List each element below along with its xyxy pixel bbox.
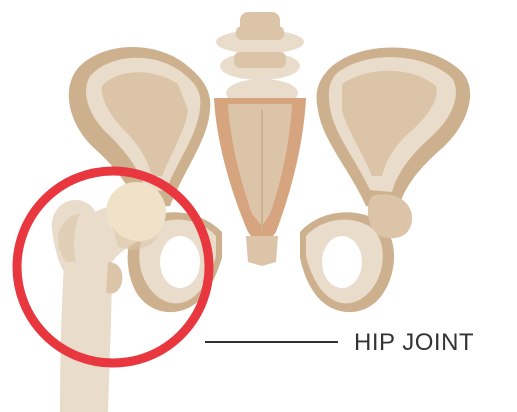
callout-label: HIP JOINT <box>354 329 474 356</box>
vertebra-2 <box>234 52 286 68</box>
iliac-wing-right <box>317 47 471 210</box>
obturator-foramen-right <box>322 236 362 288</box>
vertebra-1 <box>236 26 284 40</box>
obturator-foramen-left <box>160 236 200 288</box>
lumbar-spine <box>216 12 304 107</box>
sacrum <box>214 98 306 250</box>
